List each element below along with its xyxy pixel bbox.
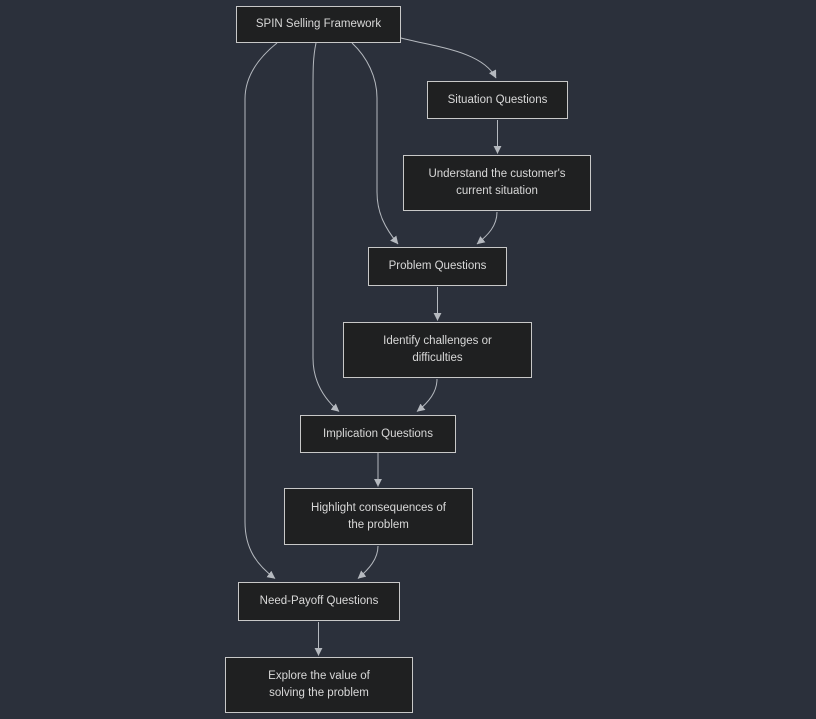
node-need-payoff-questions: Need-Payoff Questions	[238, 582, 400, 621]
node-spin-selling-framework: SPIN Selling Framework	[236, 6, 401, 43]
node-situation-questions: Situation Questions	[427, 81, 568, 119]
edge-spin-to-needpayoff	[244, 42, 278, 579]
edge-understand-to-problem	[476, 211, 498, 245]
node-problem-questions: Problem Questions	[368, 247, 507, 286]
node-label-line-1: Highlight consequences of	[311, 501, 446, 514]
node-identify-challenges: Identify challenges or difficulties	[343, 322, 532, 378]
node-label-line-2: current situation	[456, 185, 538, 197]
node-explore-value: Explore the value of solving the problem	[225, 657, 413, 713]
edge-identify-to-implication	[416, 378, 438, 412]
edge-spin-to-implication	[312, 42, 340, 412]
node-label-line-1: Identify challenges or	[383, 335, 492, 347]
node-label-line-1: Explore the value of	[268, 670, 370, 682]
node-label: Implication Questions	[323, 427, 433, 440]
edge-highlight-to-needpayoff	[357, 545, 379, 579]
node-label: Problem Questions	[388, 260, 487, 272]
node-highlight-consequences: Highlight consequences of the problem	[284, 488, 473, 545]
node-implication-questions: Implication Questions	[300, 415, 456, 453]
node-label-line-1: Understand the customer's	[428, 168, 566, 180]
node-label: Situation Questions	[447, 93, 548, 106]
edge-spin-to-situation	[400, 37, 497, 79]
node-label-line-2: solving the problem	[269, 687, 369, 699]
node-understand-current-situation: Understand the customer's current situat…	[403, 155, 591, 211]
node-label-line-2: difficulties	[412, 352, 463, 364]
node-label-line-2: the problem	[348, 518, 409, 531]
node-label: SPIN Selling Framework	[255, 18, 382, 30]
node-label: Need-Payoff Questions	[259, 595, 379, 607]
edge-spin-to-problem	[351, 42, 399, 245]
